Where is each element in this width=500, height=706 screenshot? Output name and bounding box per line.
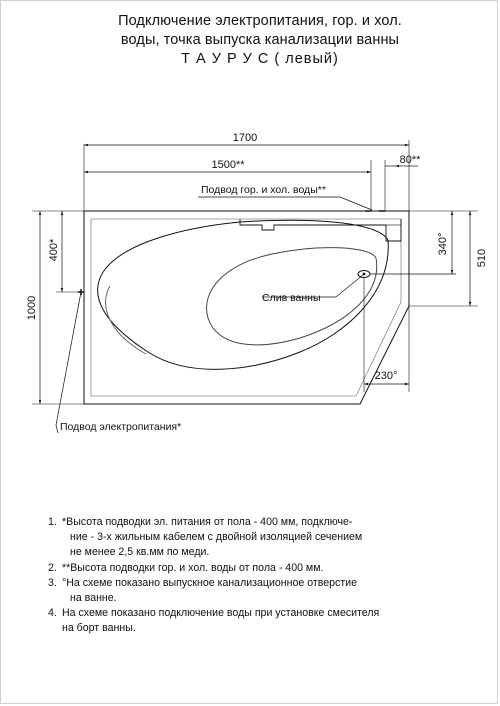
leader-lines [55,196,373,434]
callout-power-supply: Подвод электропитания* [60,421,181,433]
bath-bowl [97,219,389,370]
faucet-mount [239,219,402,242]
note-line: *Высота подводки эл. питания от пола - 4… [62,516,353,528]
note-line: не менее 2,5 кв.мм по меди. [70,546,210,559]
dim-depth-340: 340° [437,233,449,256]
note-number: 2. [48,561,57,574]
note-line: ние - 3-х жильным кабелем с двойной изол… [70,531,363,544]
note-item: 3. °На схеме показано выпускное канализа… [48,576,468,606]
callout-water-supply: Подвод гор. и хол. воды** [201,184,326,196]
dim-width-80: 80** [400,154,422,166]
title-line-1: Подключение электропитания, гор. и хол. [118,13,402,29]
note-line: °На схеме показано выпускное канализацио… [62,576,357,589]
note-line: на борт ванны. [62,622,136,635]
note-item: 2. **Высота подводки гор. и хол. воды от… [48,561,468,576]
dimension-lines [38,143,472,404]
notes-list: 1. *Высота подводки эл. питания от пола … [48,515,468,637]
dim-total-width: 1700 [233,132,257,144]
note-line: **Высота подводки гор. и хол. воды от по… [62,561,324,574]
title-line-3: Т А У Р У С ( левый) [181,51,339,67]
note-number: 3. [48,576,57,589]
dim-height-1000: 1000 [26,296,38,320]
drawing-title: Подключение электропитания, гор. и хол. … [70,12,450,69]
note-item: 1. *Высота подводки эл. питания от пола … [48,515,468,561]
dim-drain-230: 230° [375,370,398,382]
dim-depth-510: 510 [476,249,488,267]
note-number: 1. [48,516,57,528]
title-line-2: воды, точка выпуска канализации ванны [120,32,400,48]
note-line: на ванне. [70,592,117,605]
note-line: На схеме показано подключение воды при у… [62,607,380,620]
note-item: 4. На схеме показано подключение воды пр… [48,606,468,636]
callout-drain: Слив ванны [262,292,321,304]
dim-width-1500: 1500** [211,159,245,171]
note-number: 4. [48,607,57,620]
dim-height-400: 400* [48,238,60,261]
bath-outline [83,210,410,405]
extension-lines [32,140,478,405]
